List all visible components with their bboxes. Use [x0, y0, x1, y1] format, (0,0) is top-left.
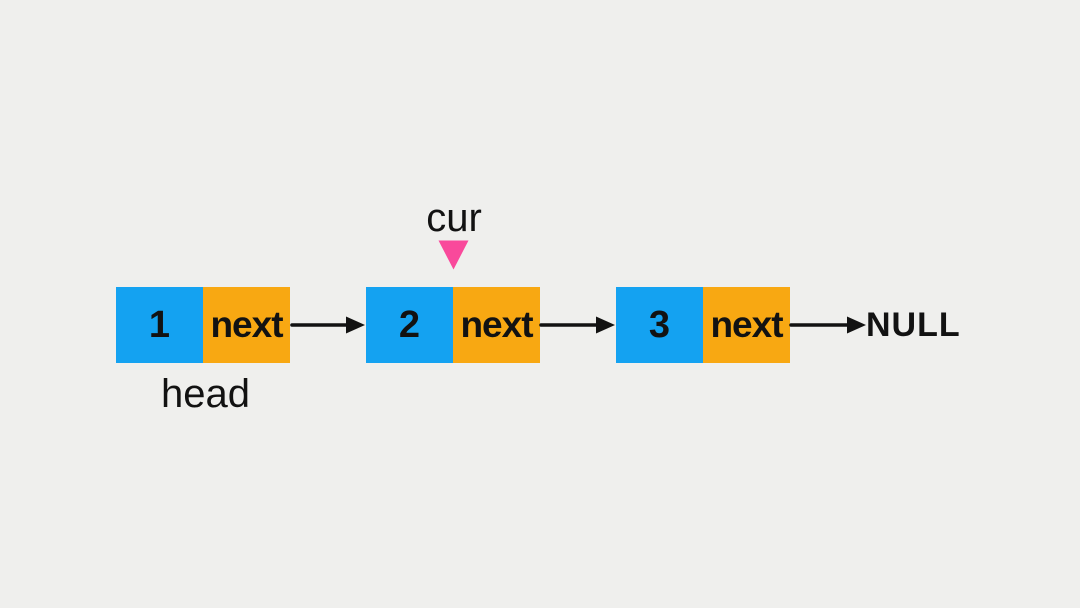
node-1: 1 next: [116, 287, 290, 363]
node-1-value-cell: 1: [116, 287, 203, 363]
arrow-node2-to-node3: [539, 316, 615, 334]
head-label: head: [161, 372, 250, 416]
node-3-next-cell: next: [703, 287, 790, 363]
node-2-value-cell: 2: [366, 287, 453, 363]
node-3-value-cell: 3: [616, 287, 703, 363]
node-2-next-cell: next: [453, 287, 540, 363]
arrow-node1-to-node2: [290, 316, 365, 334]
cur-label: cur: [426, 196, 482, 240]
cur-pointer-icon: [438, 240, 469, 270]
node-2: 2 next: [366, 287, 540, 363]
null-label: NULL: [866, 306, 961, 344]
node-1-next-cell: next: [203, 287, 290, 363]
arrow-node3-to-null: [789, 316, 866, 334]
node-3: 3 next: [616, 287, 790, 363]
